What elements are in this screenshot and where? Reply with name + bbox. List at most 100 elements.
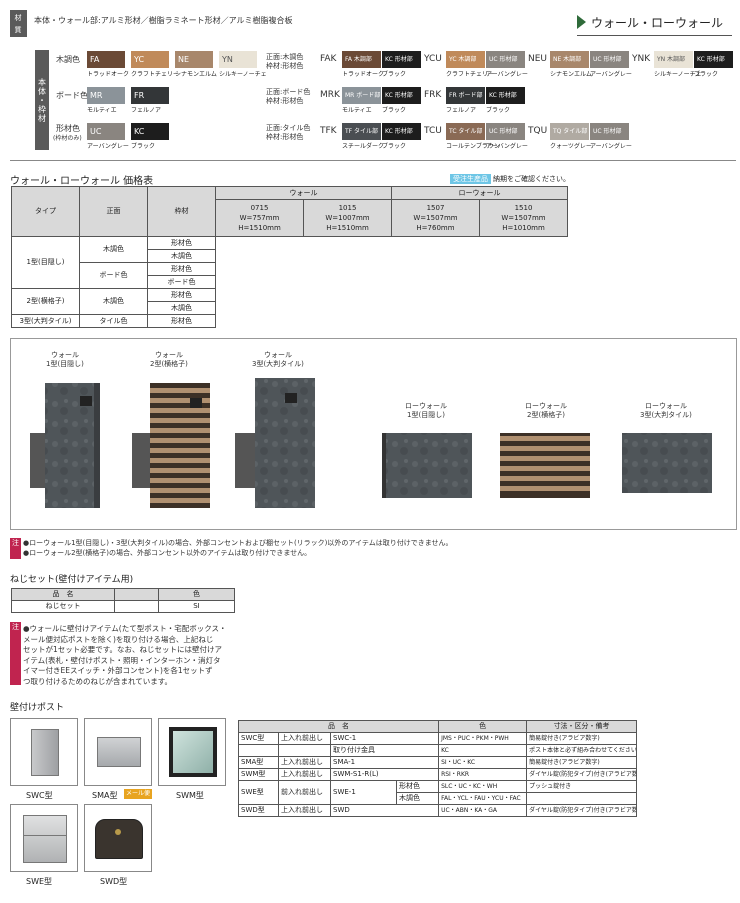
wall-type1-illus [30,383,100,508]
td-wood: 木調色 [79,236,148,263]
combo-swatch-name: アーバングレー [486,143,528,150]
low-slat [500,466,590,471]
screw-h1: 品 名 [11,588,115,601]
slat [150,468,210,473]
post-cell: 木調色 [395,792,440,805]
swatch-name: アーバングレー [87,143,129,150]
lowwall-type2-illus [500,433,590,498]
combo-code: NEU [528,54,548,64]
illus-l1-label: ローウォール 1型(目隠し) [405,402,447,419]
post-cell: ポスト本体と必ず組み合わせてください。 [526,744,638,757]
caption-swe: SWE型 [26,877,53,886]
post-cell: SWE型 [238,780,279,805]
post-cell: SWD [329,804,440,817]
swatch-yc: YC [131,51,169,68]
low-slat [500,486,590,491]
note2-line: セットが1セット必要です。なお、ねじセットには壁付けア [23,645,223,654]
post-cell: SMA-1 [329,756,440,769]
swatch-uc: UC [87,123,125,140]
td-type1: 1型(目隠し) [11,236,80,289]
combo-code: MRK [320,90,340,100]
combo-swatch-name: ブラック [382,71,407,78]
td-frame: 形材色 [147,288,216,302]
combo-swatch-name: ブラック [486,107,511,114]
combo-swatch: YC 木調部 [446,51,485,68]
combo-swatch-name: ブラック [694,71,719,78]
combo-code: YNK [632,54,651,64]
note2-line: イテム(表札・壁付けポスト・照明・インターホン・消灯タ [23,655,221,665]
post-cell: 簡易錠付き(アラビア数字) [526,756,638,769]
post-cell [278,744,331,757]
td-frame: 形材色 [147,262,216,276]
slat [150,408,210,413]
slat [150,478,210,483]
note2-line: ●ウォールに壁付けアイテム(たて型ポスト・宅配ボックス・ [23,624,227,633]
post-cell: SWC型 [238,732,279,745]
combo-swatch: UC 形材部 [590,51,629,68]
combo-swatch: KC 形材部 [694,51,733,68]
combo-swatch-name: アーバングレー [590,71,632,78]
swatch-ne: NE [175,51,213,68]
wall-type3-illus [235,378,315,508]
low-slat [500,456,590,461]
swatch-name: シルキーノーチェ [219,71,267,78]
illus-w3-label: ウォール 3型(大判タイル) [252,351,304,368]
note2-line: つ取り付けるためのねじが含まれています。 [23,676,173,686]
td-frame: 形材色 [147,314,216,328]
post-cell: SWD型 [238,804,279,817]
post-cell: 上入れ前出し [278,732,331,745]
slat [150,428,210,433]
combo-swatch: FA 木調部 [342,51,381,68]
post-cell: SWM型 [238,768,279,781]
combo-swatch-name: スチールダーク [342,143,385,150]
combo-swatch: YN 木調部 [654,51,693,68]
combo-swatch-name: シルキーノーチェ [654,71,702,78]
post-cell: ダイヤル錠(防犯タイプ)付き(アラビア数字) [526,768,638,781]
body-frame-side-label: 本体・枠材 [35,50,49,150]
combo-swatch: TF タイル部 [342,123,381,140]
illus-w2-label: ウォール 2型(横格子) [150,351,188,368]
slat [150,498,210,503]
swatch-fr: FR [131,87,169,104]
post-h-spec: 寸法・区分・備考 [526,720,638,733]
th-front: 正面 [79,186,148,237]
td-wood: 木調色 [147,249,216,263]
wall-type2-illus [132,383,210,508]
td-frame: 形材色 [147,236,216,250]
row-label-frame-sub: (枠材のみ) [53,135,82,142]
post-cell: 上入れ前出し [278,756,331,769]
material-tag-text: 材質 [14,14,23,34]
post-cell: 取り付け金具 [329,744,440,757]
section-title-box: ウォール・ローウォール [577,12,732,32]
td-tile: タイル色 [79,314,148,328]
post-cell: KC [438,744,528,757]
note1-line1: ●ローウォール1型(目隠し)・3型(大判タイル)の場合、外部コンセントおよび棚セ… [23,539,453,547]
td-board: ボード色 [147,275,216,289]
post-cell: SWC-1 [329,732,440,745]
note2-line: メール便対応ポストを除く)を取り付ける場合、上記ねじ [23,634,214,644]
th-wall: ウォール [215,186,392,200]
post-cell: ダイヤル錠(防犯タイプ)付き(アラビア数字) [526,804,638,817]
front-wood-note: 正面:木調色 枠材:形材色 [266,53,304,70]
slat [150,438,210,443]
slat [150,398,210,403]
swatch-name: クラフトチェリー [131,71,180,78]
post-cell: SWE-1 [330,780,397,805]
wall-illustrations [30,378,712,508]
combo-code: FAK [320,54,337,64]
post-cell: FAL・YCL・FAU・YCU・FAC [438,792,528,805]
post-swm-image [158,718,226,786]
post-cell: SWM-S1-R(L) [329,768,440,781]
swatch-name: モルティエ [87,107,117,114]
combo-code: YCU [424,54,442,64]
post-cell: RSI・RKR [438,768,528,781]
post-sma-image [84,718,152,786]
post-h-color: 色 [438,720,528,733]
post-cell: JMS・PUC・PKM・PWH [438,732,528,745]
combo-swatch: KC 形材部 [382,51,421,68]
td-wood: 木調色 [147,301,216,315]
